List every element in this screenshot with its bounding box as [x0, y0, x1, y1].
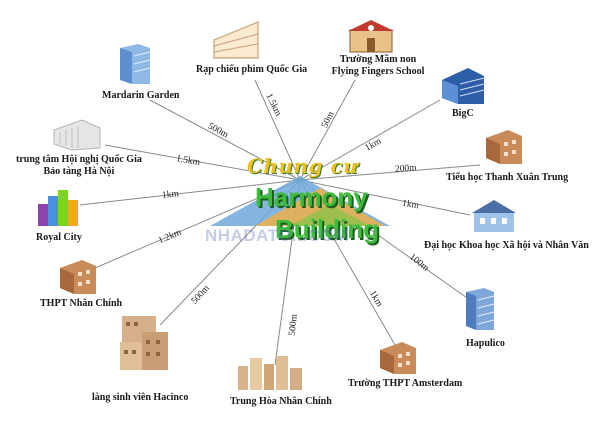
watermark-text: NHADATO...COM: [205, 226, 349, 245]
place-label-school: Trường Mầm non Flying Fingers School: [331, 54, 425, 77]
connector-nhanchinh: [94, 179, 301, 269]
connector-txt: [299, 164, 481, 181]
place-label-bigc: BigC: [452, 108, 474, 119]
high-school-icon: [378, 340, 418, 381]
convention-center-icon: [52, 116, 102, 157]
mandarin-garden-icon: [116, 42, 156, 91]
place-label-dh: Đại học Khoa học Xã hội và Nhân Văn: [424, 240, 589, 251]
connector-mandarin: [149, 99, 301, 181]
connector-bigc: [299, 99, 441, 181]
place-label-hapulico: Hapulico: [466, 338, 505, 349]
place-label-txt: Tiểu học Thanh Xuân Trung: [446, 172, 569, 183]
roof-graphic: [210, 176, 390, 226]
place-label-hacinco: làng sinh viên Hacinco: [92, 392, 189, 403]
connector-cinema: [254, 79, 301, 181]
student-village-icon: [118, 312, 172, 379]
brand-name-line2: Building: [275, 214, 379, 244]
school-icon: [348, 18, 394, 59]
royal-city-icon: [36, 186, 80, 233]
place-label-mandarin: Mardarin Garden: [102, 90, 180, 101]
bigc-building-icon: [440, 66, 486, 111]
hapulico-tower-icon: [462, 286, 498, 337]
distance-txt: 200m: [394, 163, 418, 175]
place-label-trunghoa: Trung Hòa Nhân Chính: [230, 396, 332, 407]
connector-school: [299, 79, 356, 181]
connector-dh: [299, 179, 471, 216]
connector-hoinghi: [104, 144, 301, 181]
distance-royal: 1km: [161, 189, 180, 201]
school-building-icon: [484, 128, 524, 171]
place-label-hoinghi: trung tâm Hội nghị Quốc Gia Bảo tàng Hà …: [16, 154, 142, 177]
place-label-amsterdam: Trường THPT Amsterdam: [348, 378, 463, 389]
place-label-nhanchinh: THPT Nhân Chính: [40, 298, 123, 309]
high-school-building-icon: [58, 258, 98, 301]
cinema-building-icon: [212, 18, 260, 65]
university-icon: [472, 198, 516, 239]
project-logo: Chung cư Harmony Building NHADATO...COM: [185, 148, 415, 258]
place-label-royal: Royal City: [36, 232, 82, 243]
place-label-cinema: Rạp chiếu phim Quốc Gia: [196, 64, 308, 75]
brand-name-line1: Harmony: [255, 182, 368, 212]
connector-royal: [79, 179, 301, 206]
city-blocks-icon: [236, 352, 306, 397]
brand-prefix: Chung cư: [247, 154, 359, 178]
